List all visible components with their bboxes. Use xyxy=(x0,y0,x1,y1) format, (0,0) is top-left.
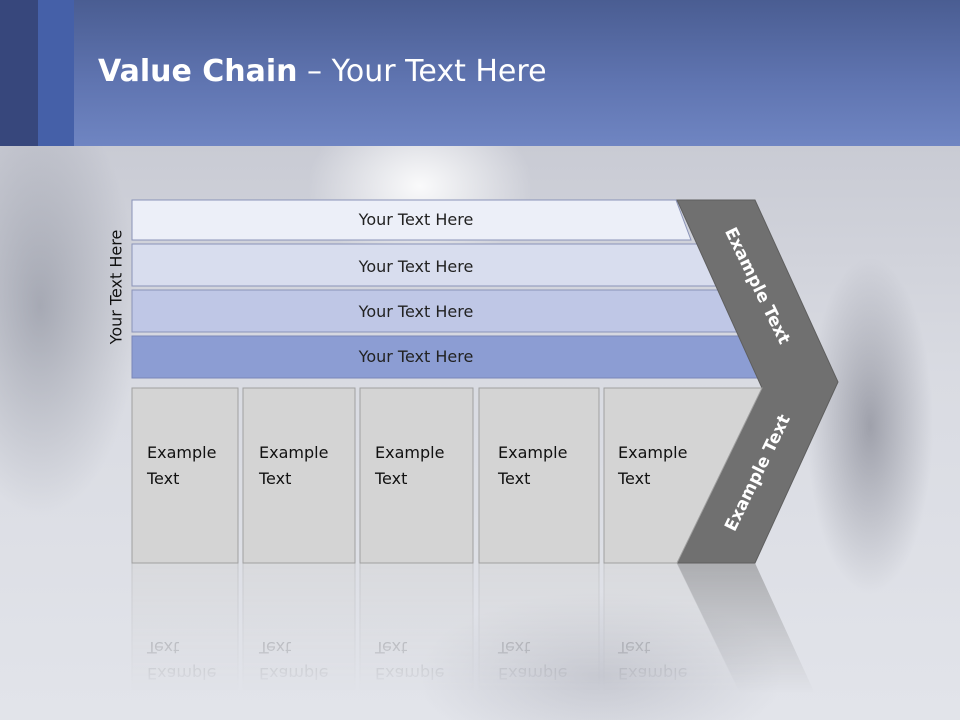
header-accent-light xyxy=(38,0,74,146)
row-label-3: Your Text Here xyxy=(358,302,474,321)
title-bold: Value Chain xyxy=(98,54,298,89)
row-bar-1 xyxy=(131,199,692,241)
box-4-line1: Example xyxy=(498,443,567,462)
activity-box-4 xyxy=(478,387,600,564)
header-accent-dark xyxy=(0,0,38,146)
slide-title: Value Chain – Your Text Here xyxy=(98,54,547,89)
svg-text:Text: Text xyxy=(497,638,530,657)
svg-text:Text: Text xyxy=(617,638,650,657)
box-2-line2: Text xyxy=(258,469,291,488)
svg-text:Example: Example xyxy=(147,664,216,683)
svg-text:Text: Text xyxy=(146,638,179,657)
activity-box-3 xyxy=(359,387,474,564)
svg-text:Example: Example xyxy=(498,664,567,683)
box-3-line1: Example xyxy=(375,443,444,462)
svg-text:Example: Example xyxy=(259,664,328,683)
svg-text:Text: Text xyxy=(374,638,407,657)
reflection: Example Text Example Text Example Text E… xyxy=(131,562,827,720)
activity-box-1 xyxy=(131,387,239,564)
svg-text:Example: Example xyxy=(375,664,444,683)
row-label-2: Your Text Here xyxy=(358,257,474,276)
box-3-line2: Text xyxy=(374,469,407,488)
box-1-line2: Text xyxy=(146,469,179,488)
box-5-line1: Example xyxy=(618,443,687,462)
header-band xyxy=(0,0,960,146)
box-5-line2: Text xyxy=(617,469,650,488)
activity-box-2 xyxy=(242,387,356,564)
svg-text:Text: Text xyxy=(258,638,291,657)
svg-text:Example: Example xyxy=(618,664,687,683)
box-2-line1: Example xyxy=(259,443,328,462)
row-label-4: Your Text Here xyxy=(358,347,474,366)
box-1-line1: Example xyxy=(147,443,216,462)
box-4-line2: Text xyxy=(497,469,530,488)
title-rest: – Your Text Here xyxy=(297,54,547,89)
row-label-1: Your Text Here xyxy=(358,210,474,229)
activity-box-5 xyxy=(603,387,763,564)
